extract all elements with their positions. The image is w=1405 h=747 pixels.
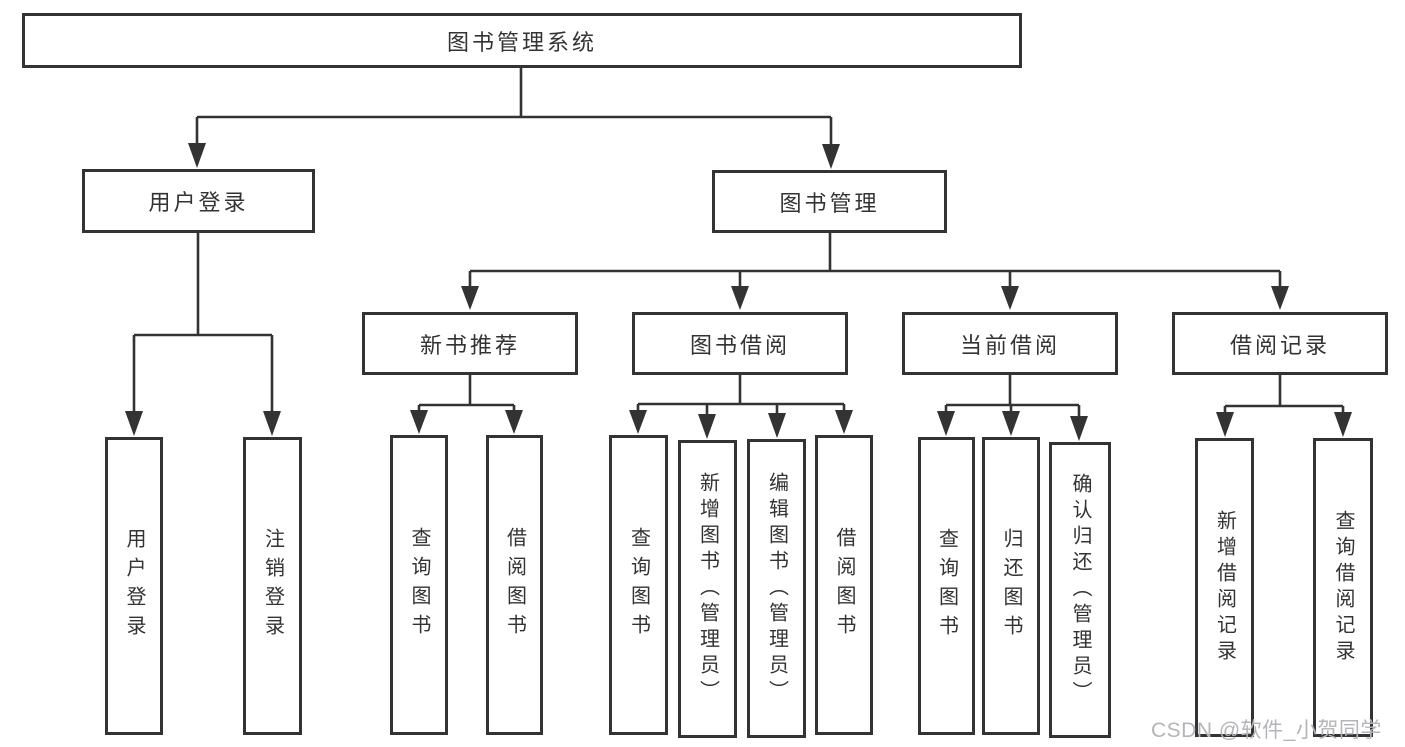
leaf-label: 查询借阅记录 [1332,509,1354,666]
leaf-label: 查询图书 [408,527,430,643]
leaf-query-books-borrowing: 查询图书 [609,435,668,735]
leaf-label: 用户登录 [123,528,145,644]
node-label: 图书管理系统 [446,29,597,55]
csdn-watermark: CSDN @软件_小贺同学 [1151,719,1382,742]
leaf-confirm-return-admin: 确认归还（管理员） [1049,442,1111,738]
leaf-edit-book-admin: 编辑图书（管理员） [747,439,806,738]
node-label: 当前借阅 [959,332,1060,358]
leaf-return-books: 归还图书 [982,437,1040,735]
node-new-book-recommendation: 新书推荐 [362,312,578,375]
leaf-logout: 注销登录 [243,437,302,735]
leaf-label: 归还图书 [1000,528,1022,644]
leaf-add-borrow-record: 新增借阅记录 [1195,438,1254,737]
leaf-query-books-recommend: 查询图书 [390,435,448,735]
node-book-management: 图书管理 [712,170,947,233]
leaf-query-borrow-record: 查询借阅记录 [1313,438,1373,737]
leaf-label: 新增图书（管理员） [696,472,719,706]
node-book-borrowing: 图书借阅 [632,312,848,375]
leaf-query-books-current: 查询图书 [918,437,975,735]
leaf-borrow-books: 借阅图书 [815,435,873,735]
leaf-label: 新增借阅记录 [1213,509,1236,666]
node-label: 图书管理 [779,190,880,216]
leaf-label: 查询图书 [627,527,650,643]
node-label: 新书推荐 [419,332,520,358]
leaf-add-book-admin: 新增图书（管理员） [678,440,737,738]
leaf-label: 借阅图书 [833,527,855,643]
node-borrowing-records: 借阅记录 [1172,312,1388,375]
leaf-label: 借阅图书 [503,527,526,643]
leaf-label: 编辑图书（管理员） [765,471,788,706]
leaf-label: 查询图书 [935,528,958,644]
node-label: 图书借阅 [689,332,790,358]
node-library-management-system: 图书管理系统 [22,13,1022,68]
leaf-label: 注销登录 [261,528,284,644]
node-label: 借阅记录 [1229,332,1330,358]
node-current-borrowing: 当前借阅 [902,312,1118,375]
node-label: 用户登录 [148,190,249,215]
leaf-borrow-books-recommend: 借阅图书 [486,435,543,735]
leaf-label: 确认归还（管理员） [1069,473,1091,707]
leaf-user-login: 用户登录 [105,437,163,735]
node-user-login: 用户登录 [82,169,315,233]
